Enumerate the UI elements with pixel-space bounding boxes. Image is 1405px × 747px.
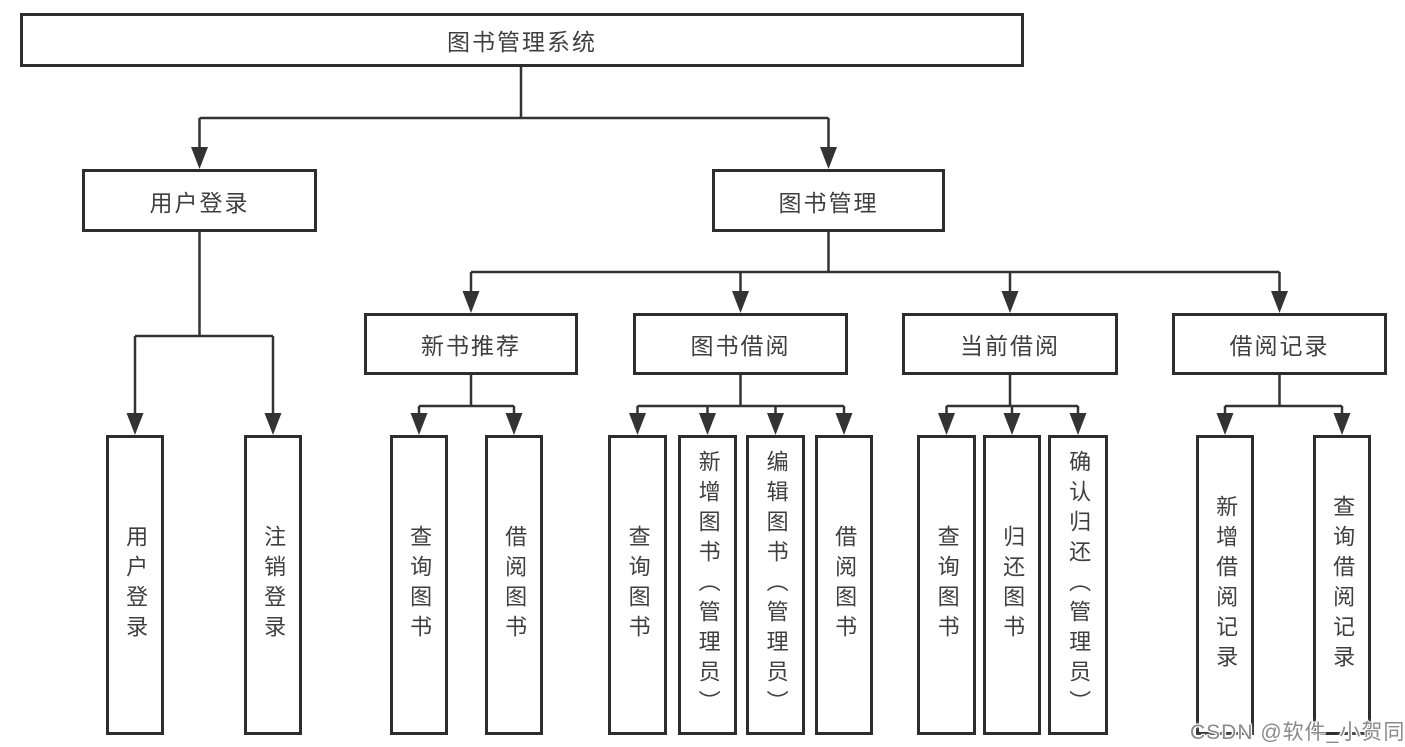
node-add-books-admin-label: 新增图书（管理员）	[695, 450, 721, 720]
node-recommend-borrow-books: 借阅图书	[485, 435, 543, 735]
node-add-books-admin: 新增图书（管理员）	[678, 435, 737, 735]
node-book-management-label: 图书管理	[778, 189, 879, 216]
watermark: CSDN @软件_小贺同学	[1190, 721, 1405, 744]
connector-arrowhead	[1271, 291, 1288, 313]
connector-arrowhead	[732, 291, 749, 313]
connector-arrowhead	[1001, 291, 1019, 313]
node-recommend-query-books-label: 查询图书	[407, 525, 433, 645]
node-recommend-query-books: 查询图书	[390, 435, 448, 735]
connector-arrowhead	[264, 413, 282, 435]
node-current-borrowing-label: 当前借阅	[960, 333, 1060, 359]
connector-arrowhead	[462, 291, 480, 313]
connector-arrowhead	[1069, 413, 1087, 435]
node-query-borrow-record-label: 查询借阅记录	[1330, 495, 1356, 675]
connector-arrowhead	[820, 147, 837, 169]
connector-arrowhead	[938, 413, 955, 435]
node-edit-books-admin-label: 编辑图书（管理员）	[763, 450, 789, 720]
node-confirm-return-admin-label: 确认归还（管理员）	[1066, 450, 1092, 720]
node-edit-books-admin: 编辑图书（管理员）	[746, 435, 805, 735]
node-return-books: 归还图书	[983, 435, 1041, 735]
node-confirm-return-admin: 确认归还（管理员）	[1048, 435, 1108, 735]
node-current-borrowing: 当前借阅	[902, 313, 1118, 375]
node-query-borrow-record: 查询借阅记录	[1313, 435, 1371, 735]
node-root: 图书管理系统	[20, 13, 1024, 67]
connector-arrowhead	[1003, 413, 1021, 435]
node-current-query-books: 查询图书	[917, 435, 976, 735]
node-add-borrow-record-label: 新增借阅记录	[1213, 495, 1239, 675]
node-borrow-borrow-books: 借阅图书	[815, 435, 873, 735]
node-borrowing-records: 借阅记录	[1172, 313, 1387, 375]
node-new-book-recommend: 新书推荐	[364, 313, 578, 375]
connector-arrowhead	[126, 413, 144, 435]
connector-arrowhead	[410, 413, 428, 435]
node-return-books-label: 归还图书	[1000, 525, 1026, 645]
node-login: 用户登录	[106, 435, 164, 735]
node-current-query-books-label: 查询图书	[934, 525, 960, 645]
node-book-borrowing: 图书借阅	[633, 313, 848, 375]
node-new-book-recommend-label: 新书推荐	[421, 333, 521, 359]
node-user-login-label: 用户登录	[149, 189, 250, 216]
node-logout: 注销登录	[244, 435, 302, 735]
connector-arrowhead	[767, 413, 784, 435]
node-borrowing-records-label: 借阅记录	[1229, 333, 1330, 359]
node-logout-label: 注销登录	[261, 525, 287, 645]
node-borrow-borrow-books-label: 借阅图书	[832, 525, 858, 645]
node-login-label: 用户登录	[123, 525, 149, 645]
node-book-management: 图书管理	[712, 169, 945, 232]
node-user-login: 用户登录	[82, 169, 317, 232]
node-book-borrowing-label: 图书借阅	[690, 333, 791, 359]
connector-arrowhead	[191, 147, 208, 169]
connector-arrowhead	[1333, 413, 1351, 435]
node-borrow-query-books-label: 查询图书	[625, 525, 651, 645]
connector-arrowhead	[835, 413, 853, 435]
node-root-label: 图书管理系统	[447, 29, 597, 55]
connector-arrowhead	[1216, 413, 1234, 435]
node-recommend-borrow-books-label: 借阅图书	[502, 525, 528, 645]
connector-arrowhead	[629, 413, 646, 435]
node-add-borrow-record: 新增借阅记录	[1196, 435, 1254, 735]
node-borrow-query-books: 查询图书	[608, 435, 667, 735]
connector-arrowhead	[699, 413, 716, 435]
connector-arrowhead	[505, 413, 523, 435]
